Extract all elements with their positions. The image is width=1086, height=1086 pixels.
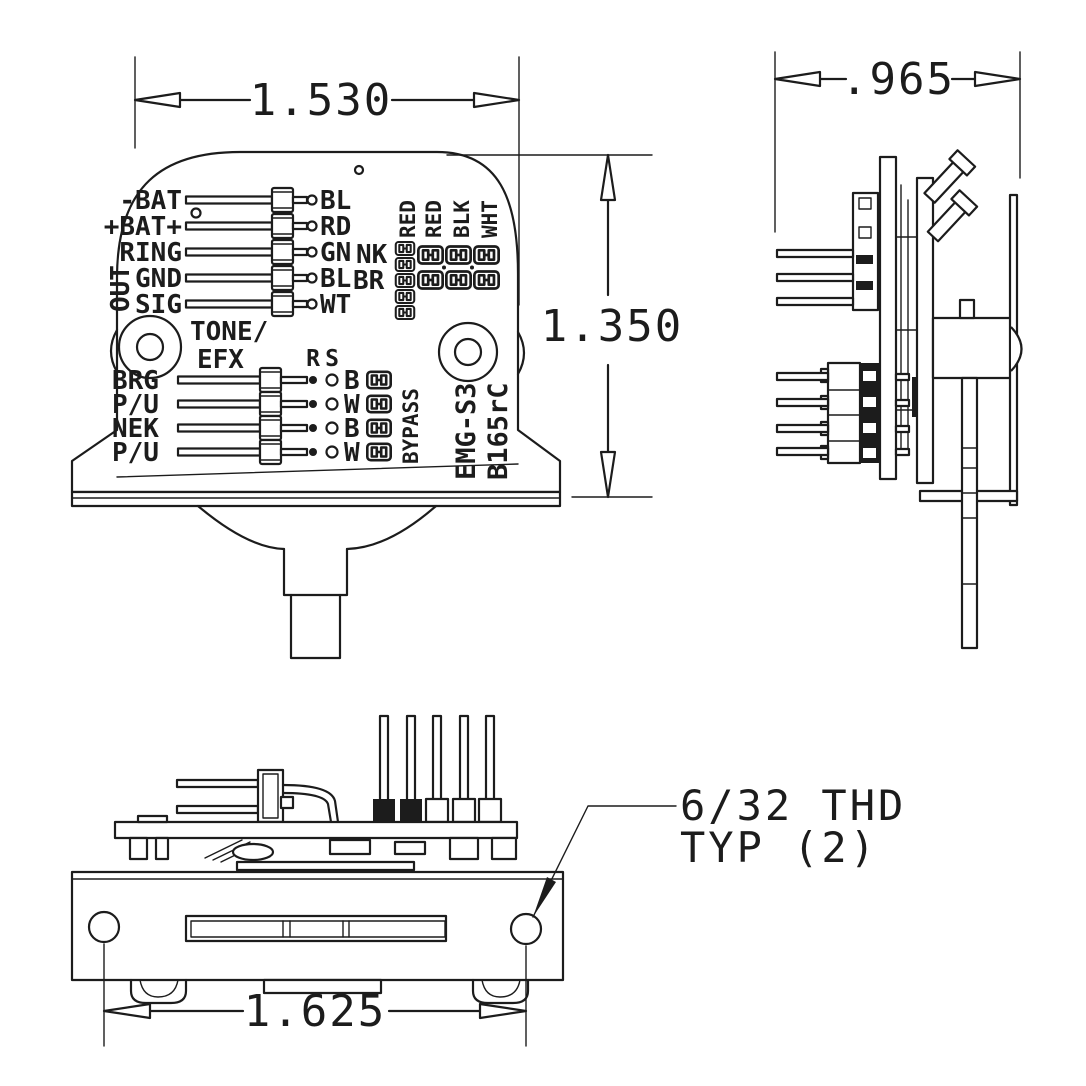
- wire-label: B: [344, 366, 360, 396]
- pot-top-tab: [958, 298, 976, 320]
- pot-body-side: [931, 316, 1013, 380]
- upper-header: [775, 191, 880, 312]
- dimension-width-bottom: 1.625: [102, 943, 528, 1047]
- thread-callout: 6/32 THD TYP (2): [532, 781, 906, 918]
- switch-header-r: R: [306, 346, 320, 372]
- thread-hole-right: [509, 912, 543, 946]
- wire-label: BL: [320, 186, 351, 216]
- signal-label: BRG: [112, 366, 159, 396]
- base-plate: [70, 490, 562, 508]
- wire-label: W: [344, 438, 360, 468]
- dimension-width-front: 1.530: [133, 56, 521, 306]
- model-label-line2: B165rC: [483, 382, 514, 480]
- thread-hole-left: [87, 910, 121, 944]
- jumper-col-label: RED: [396, 200, 420, 238]
- wire-label: WT: [320, 290, 351, 320]
- jumper-col-label: WHT: [478, 200, 502, 238]
- out-group-label: OUT: [106, 265, 136, 312]
- thread-note-line2: TYP (2): [680, 823, 878, 872]
- pot-shaft-side: [960, 376, 979, 650]
- signal-label: NEK: [112, 414, 159, 444]
- wire-label: BL: [320, 264, 351, 294]
- pilot-hole-top: [353, 164, 365, 176]
- tone-label-line1: TONE/: [190, 317, 268, 347]
- lower-header: [775, 361, 916, 465]
- wire-label: W: [344, 390, 360, 420]
- bottom-view: 6/32 THD TYP (2): [70, 714, 906, 1005]
- dimension-text: .965: [841, 54, 955, 105]
- signal-label: P/U: [112, 390, 159, 420]
- mounting-feet: [129, 978, 530, 1005]
- signal-label: GND: [135, 264, 182, 294]
- bottom-pin-rows: [176, 366, 339, 466]
- jumper-col-label: BLK: [450, 200, 474, 238]
- pcb-bottom-view: [113, 820, 519, 840]
- signal-label: RING: [119, 238, 182, 268]
- tone-label-line2: EFX: [197, 345, 244, 375]
- jumper-row-label-br: BR: [353, 266, 385, 296]
- jumper-col-label: RED: [422, 200, 446, 238]
- pot-dome-right: [345, 504, 438, 551]
- pot-dome-left: [196, 504, 286, 551]
- side-pins: [175, 768, 340, 824]
- dimension-height-front: 1.350: [446, 153, 683, 499]
- left-side-bump: [109, 328, 119, 374]
- bypass-label: BYPASS: [399, 388, 423, 464]
- pot-dome-side: [1010, 326, 1023, 372]
- pcb-edge: [878, 155, 898, 481]
- dimension-text: 1.350: [541, 301, 683, 352]
- top-pin-rows: [184, 186, 318, 318]
- dimension-text: 1.530: [250, 75, 392, 126]
- shaft-upper: [282, 547, 349, 597]
- shaft-lower: [289, 593, 342, 660]
- front-view: -BAT +BAT+ RING GND SIG BL RD GN BL WT O…: [70, 150, 562, 660]
- under-board-components: [128, 836, 518, 872]
- pilot-hole-left: [190, 207, 202, 219]
- signal-label: +BAT+: [104, 212, 182, 242]
- header-pins: [373, 714, 503, 824]
- bracket-edge: [915, 176, 935, 485]
- jumper-pad-grid: [417, 244, 500, 291]
- wire-label: GN: [320, 238, 351, 268]
- dimension-width-side: .965: [773, 51, 1022, 233]
- dimension-text: 1.625: [244, 986, 386, 1037]
- wire-label: B: [344, 414, 360, 444]
- jumper-row-label-nk: NK: [356, 240, 388, 270]
- signal-label: -BAT: [119, 186, 182, 216]
- connector-lug: [926, 189, 979, 243]
- switch-header-s: S: [325, 346, 339, 372]
- side-view: [775, 149, 1023, 650]
- wire-label: RD: [320, 212, 351, 242]
- connector-lug: [923, 149, 977, 204]
- signal-label: SIG: [135, 290, 182, 320]
- right-side-bump: [516, 330, 526, 376]
- signal-label: P/U: [112, 438, 159, 468]
- thread-note-line1: 6/32 THD: [680, 781, 906, 830]
- model-label-line1: EMG-S3: [451, 382, 482, 480]
